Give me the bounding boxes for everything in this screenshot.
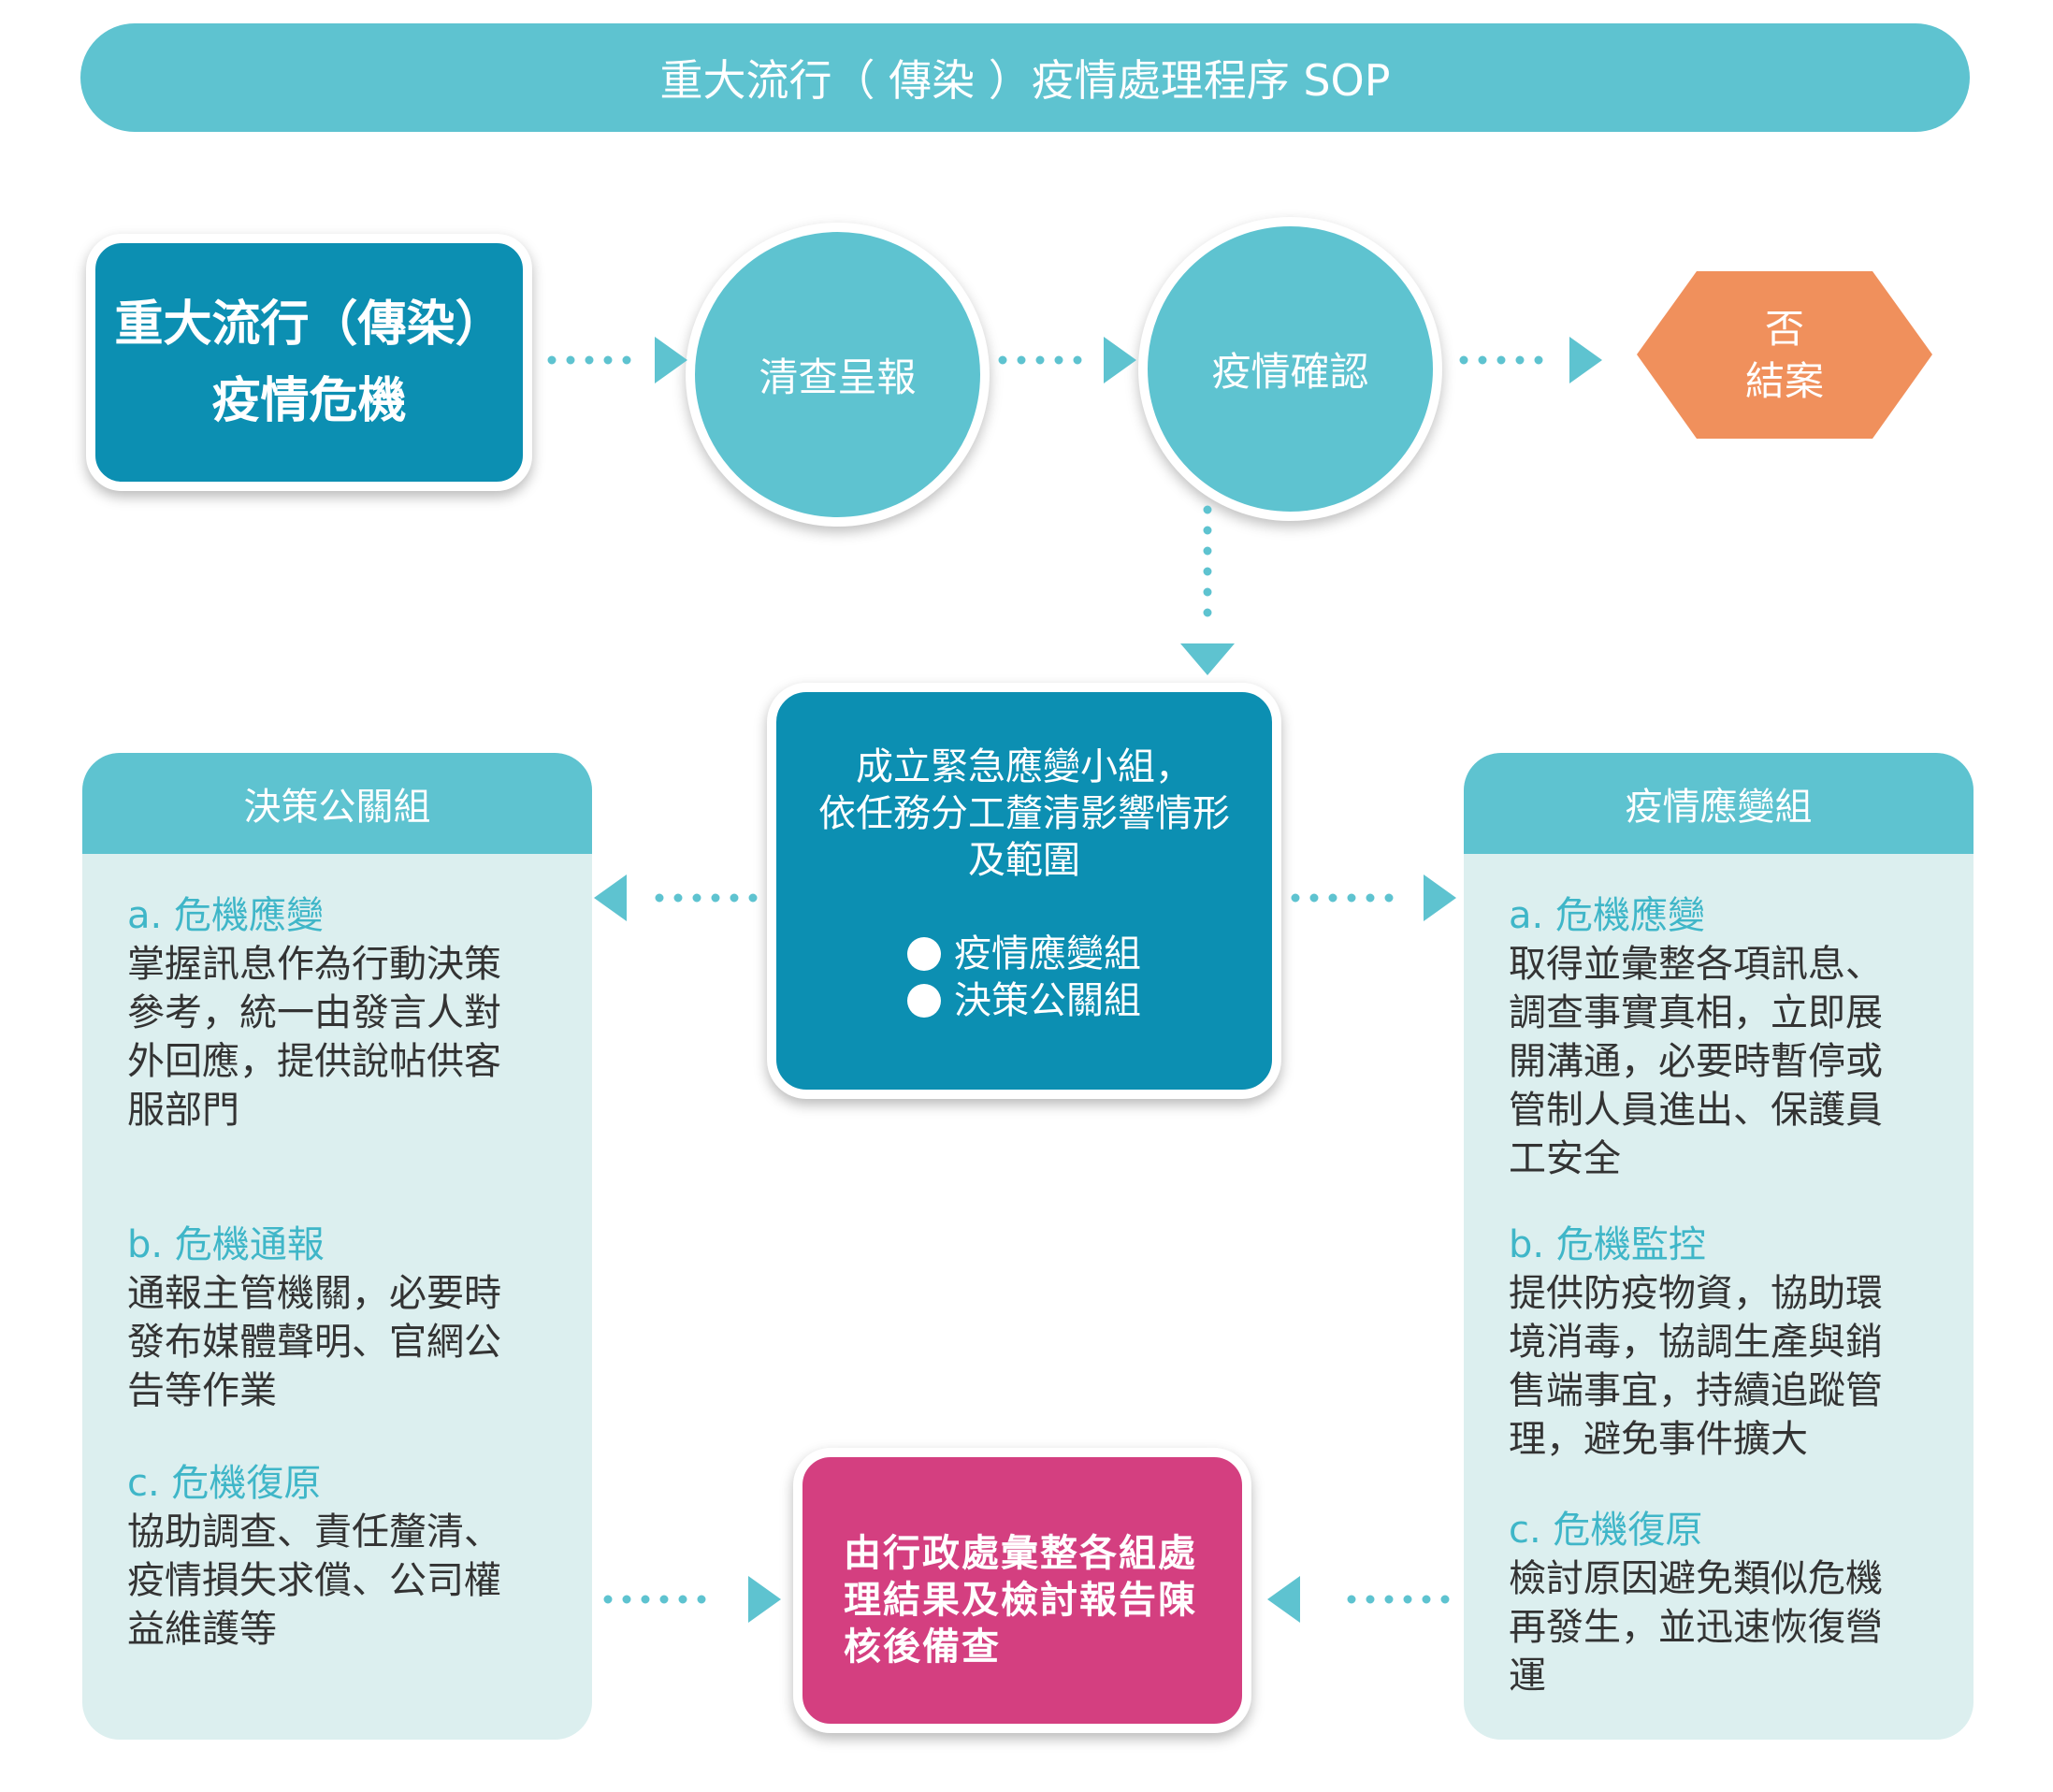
final-line-2: 理結果及檢討報告陳 [844,1579,1197,1622]
arrow-left-to-final [603,1576,781,1623]
arrow-team-to-right [1291,874,1456,921]
bullet-item: 疫情應變組 [776,931,1272,977]
section-line: 外回應，提供說帖供客 [127,1040,501,1083]
start-crisis-box: 重大流行（傳染） 疫情危機 [86,234,532,491]
start-line-1: 重大流行（傳染） [114,296,504,353]
step-confirm-label: 疫情確認 [1211,349,1369,395]
section-title: c. 危機復原 [1509,1509,1703,1552]
step-report-circle: 清查呈報 [686,223,990,527]
bullet-dot-icon [907,984,941,1018]
arrow-confirm-to-team [1180,505,1235,675]
section-line: 取得並彙整各項訊息、 [1509,943,1883,986]
section-title: b. 危機通報 [127,1223,325,1266]
left-panel-header: 決策公關組 [82,753,592,854]
section-title: a. 危機應變 [1509,894,1705,937]
arrow-start-to-report [547,337,687,383]
section-line: 發布媒體聲明、官網公 [127,1321,501,1364]
section-line: 益維護等 [127,1608,277,1651]
final-line-1: 由行政處彙整各組處 [844,1532,1197,1575]
bullet-item: 決策公關組 [776,977,1272,1024]
left-panel-title: 決策公關組 [243,786,431,829]
right-section-b: b. 危機監控 提供防疫物資，協助環 境消毒，協調生產與銷 售端事宜，持續追蹤管… [1509,1221,1948,1464]
right-panel-title: 疫情應變組 [1625,786,1813,829]
final-report-box: 由行政處彙整各組處 理結果及檢討報告陳 核後備查 [793,1448,1251,1733]
section-line: 疫情損失求償、公司權 [127,1559,501,1602]
right-section-a: a. 危機應變 取得並彙整各項訊息、 調查事實真相，立即展 開溝通，必要時暫停或… [1509,891,1948,1183]
section-title: b. 危機監控 [1509,1223,1706,1266]
page-title: 重大流行（ 傳染 ）疫情處理程序 SOP [659,55,1391,106]
section-line: 工安全 [1509,1137,1621,1180]
section-line: 境消毒，協調生產與銷 [1509,1321,1883,1364]
title-banner: 重大流行（ 傳染 ）疫情處理程序 SOP [80,23,1970,132]
start-line-2: 疫情危機 [211,372,407,429]
section-line: 掌握訊息作為行動決策 [127,943,501,986]
left-section-a: a. 危機應變 掌握訊息作為行動決策 參考，統一由發言人對 外回應，提供說帖供客… [127,891,567,1134]
section-line: 開溝通，必要時暫停或 [1509,1040,1883,1083]
center-bullets: 疫情應變組 決策公關組 [776,931,1272,1024]
section-line: 參考，統一由發言人對 [127,991,501,1034]
emergency-team-box: 成立緊急應變小組， 依任務分工釐清影響情形 及範圍 疫情應變組 決策公關組 [767,683,1281,1099]
section-line: 通報主管機關，必要時 [127,1272,501,1315]
section-line: 售端事宜，持續追蹤管 [1509,1369,1883,1412]
bullet-dot-icon [907,937,941,971]
no-close-label: 否 結案 [1616,254,1953,455]
right-section-c: c. 危機復原 檢討原因避免類似危機 再發生，並迅速恢復營 運 [1509,1506,1948,1700]
section-line: 調查事實真相，立即展 [1509,991,1883,1034]
section-line: 協助調查、責任釐清、 [127,1510,501,1554]
section-line: 檢討原因避免類似危機 [1509,1557,1883,1600]
bullet-label: 疫情應變組 [954,932,1141,975]
section-line: 服部門 [127,1089,239,1132]
right-panel-epidemic-response: 疫情應變組 a. 危機應變 取得並彙整各項訊息、 調查事實真相，立即展 開溝通，… [1464,753,1973,1740]
arrow-right-to-final [1267,1576,1450,1623]
section-line: 理，避免事件擴大 [1509,1418,1808,1461]
left-panel-decision-pr: 決策公關組 a. 危機應變 掌握訊息作為行動決策 參考，統一由發言人對 外回應，… [82,753,592,1740]
step-confirm-circle: 疫情確認 [1138,217,1442,521]
left-section-b: b. 危機通報 通報主管機關，必要時 發布媒體聲明、官網公 告等作業 [127,1221,567,1415]
section-line: 提供防疫物資，協助環 [1509,1272,1883,1315]
arrow-confirm-to-close [1459,337,1602,383]
no-label: 否 [1764,305,1804,352]
section-line: 管制人員進出、保護員 [1509,1089,1883,1132]
section-line: 再發生，並迅速恢復營 [1509,1606,1883,1649]
no-close-hexagon [1624,262,1945,448]
final-line-3: 核後備查 [844,1626,1001,1669]
step-report-label: 清查呈報 [759,354,917,400]
left-section-c: c. 危機復原 協助調查、責任釐清、 疫情損失求償、公司權 益維護等 [127,1459,567,1654]
center-line-3: 及範圍 [968,839,1080,882]
arrow-report-to-confirm [998,337,1136,383]
bullet-label: 決策公關組 [954,979,1141,1022]
right-panel-header: 疫情應變組 [1464,753,1973,854]
section-title: c. 危機復原 [127,1462,322,1505]
center-line-1: 成立緊急應變小組， [856,745,1193,788]
section-line: 告等作業 [127,1369,277,1412]
center-line-2: 依任務分工釐清影響情形 [818,792,1230,835]
section-title: a. 危機應變 [127,894,324,937]
close-label: 結案 [1744,357,1824,404]
section-line: 運 [1509,1655,1546,1698]
arrow-team-to-left [594,874,758,921]
